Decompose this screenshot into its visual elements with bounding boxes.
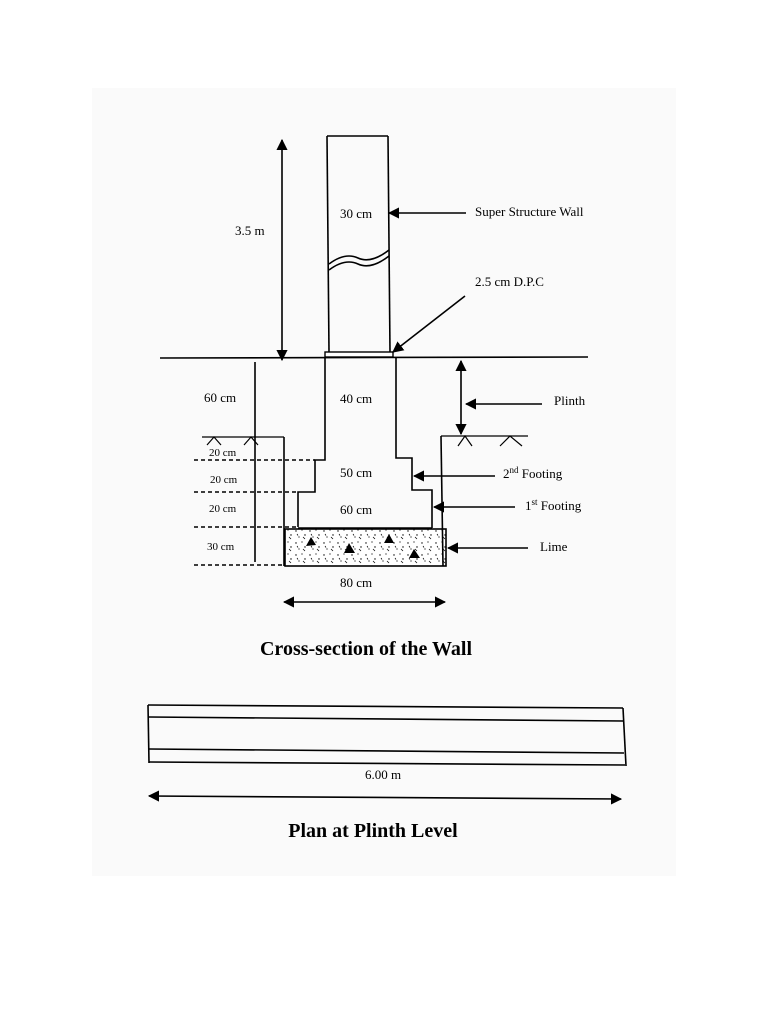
plan-title: Plan at Plinth Level — [288, 820, 458, 842]
first-footing-callout: 1st Footing — [525, 497, 582, 513]
wall-height-label: 3.5 m — [235, 223, 265, 238]
lime-callout: Lime — [540, 539, 568, 554]
plan-length-arrow — [147, 790, 623, 805]
depth-label-1: 20 cm — [209, 447, 237, 459]
ground-line — [159, 356, 589, 359]
depth-label-4: 30 cm — [207, 541, 235, 553]
wall-thickness-label: 30 cm — [340, 206, 372, 221]
plinth-callout: Plinth — [554, 393, 586, 408]
depth-label-3: 20 cm — [209, 503, 237, 515]
dpc-layer — [324, 351, 394, 358]
depth-label-2: 20 cm — [210, 474, 238, 486]
plan-length-label: 6.00 m — [365, 767, 401, 782]
plan-wall-strip — [147, 704, 627, 767]
scanned-paper — [92, 88, 676, 876]
lime-concrete-width-label: 80 cm — [340, 575, 372, 590]
foundation-outline — [297, 358, 433, 529]
superstructure-callout: Super Structure Wall — [475, 204, 584, 219]
cross-section-title: Cross-section of the Wall — [260, 638, 472, 660]
plinth-width-label: 40 cm — [340, 391, 372, 406]
dpc-callout: 2.5 cm D.P.C — [475, 274, 544, 289]
first-footing-width-label: 60 cm — [340, 502, 372, 517]
dpc-pointer-arrow — [392, 295, 466, 353]
second-footing-callout: 2nd Footing — [503, 465, 563, 481]
depth-guide-lines — [194, 459, 315, 566]
second-footing-width-label: 50 cm — [340, 465, 372, 480]
lime-concrete-bed — [284, 528, 447, 567]
plinth-depth-label: 60 cm — [204, 390, 236, 405]
trench-outline — [202, 434, 528, 567]
aggregate-marks — [306, 534, 420, 558]
superstructure-wall — [326, 135, 391, 353]
